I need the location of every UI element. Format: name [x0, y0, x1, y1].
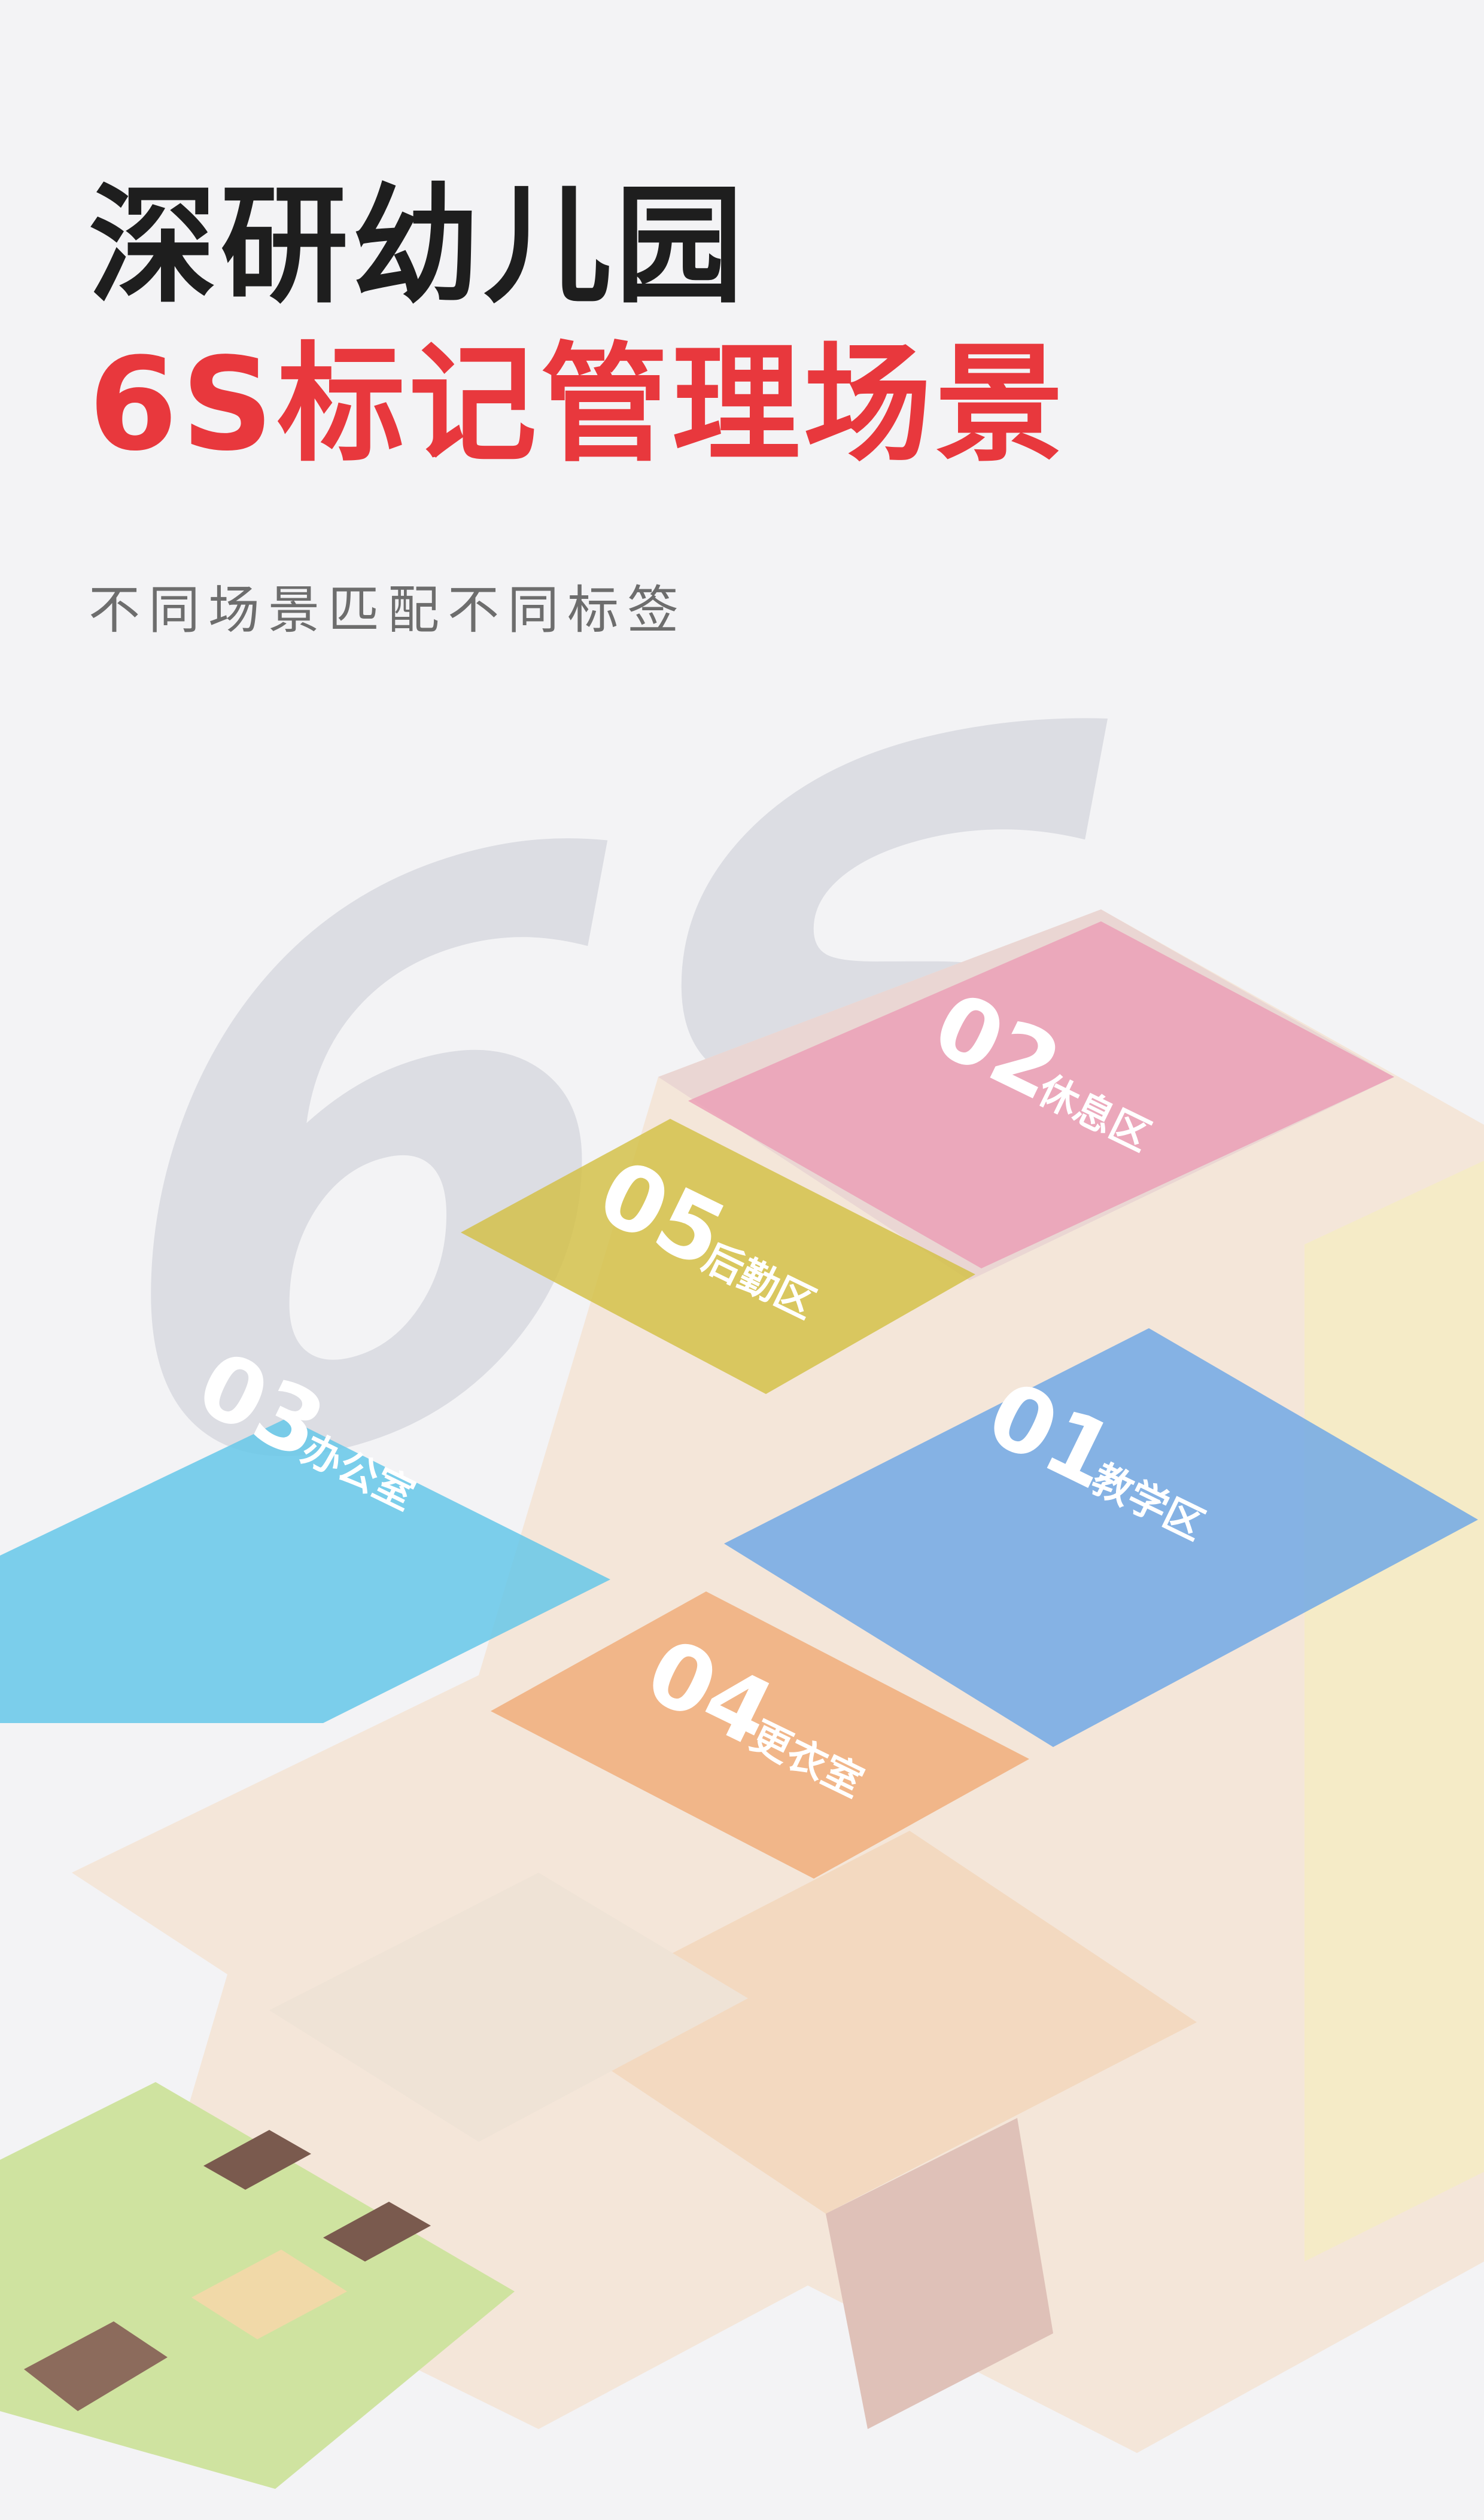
building-lower-rooms [539, 1831, 1197, 2214]
zone-01-overlay [724, 1328, 1478, 1747]
subtitle: 不同场景匹配不同标签 [89, 580, 687, 641]
zone-03-overlay [0, 1418, 610, 1723]
laundry-area [269, 1873, 748, 2142]
title-6s-scene: 6S标记管理场景 [89, 330, 1068, 479]
header: 深研幼儿园 6S标记管理场景 不同场景匹配不同标签 [89, 179, 1405, 643]
floor-plan-illustration: 02 休息区 05 后勤区 03 办公室 01 教学区 04 更衣室 [0, 706, 1484, 2520]
playground-table-1 [203, 2130, 311, 2190]
playground-table-2 [323, 2202, 431, 2262]
stair-block [826, 2118, 1053, 2429]
zone-02-overlay [688, 921, 1394, 1268]
title-kindergarten: 深研幼儿园 [89, 172, 747, 321]
playground-pavilion [24, 2321, 168, 2411]
zone-04-overlay [491, 1591, 1029, 1879]
playground-sandbox [191, 2250, 347, 2339]
floor-plan-svg: 02 休息区 05 后勤区 03 办公室 01 教学区 04 更衣室 [0, 909, 1484, 2489]
building-right-wing [1304, 1161, 1484, 2262]
zone-05-overlay [461, 1119, 975, 1394]
